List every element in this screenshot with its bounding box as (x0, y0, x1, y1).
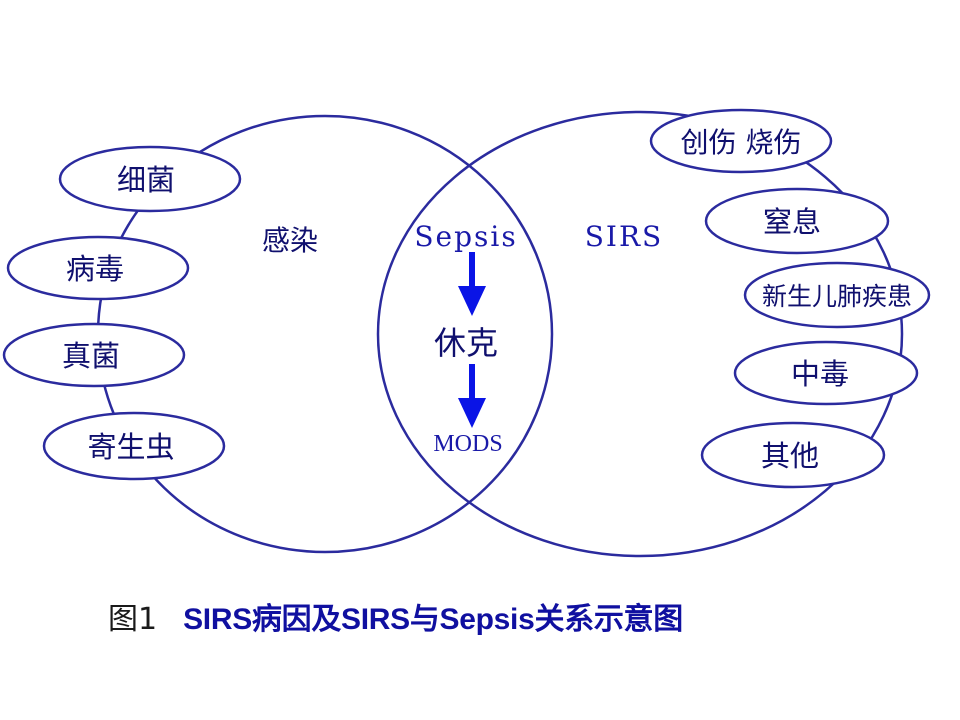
cause-oval-poisoning: 中毒 (733, 340, 919, 406)
figure-caption: 图1 SIRS病因及SIRS与Sepsis关系示意图 (108, 594, 683, 638)
caption-text: SIRS病因及SIRS与Sepsis关系示意图 (183, 603, 683, 636)
cause-label: 中毒 (791, 357, 849, 391)
cause-label: 真菌 (62, 339, 120, 373)
cause-label: 病毒 (66, 252, 124, 286)
shock-label: 休克 (434, 324, 498, 362)
sirs-circle (376, 110, 904, 558)
infection-label: 感染 (262, 224, 318, 257)
cause-label: 寄生虫 (87, 430, 174, 464)
cause-oval-virus: 病毒 (6, 235, 190, 301)
cause-oval-bacteria: 细菌 (58, 145, 242, 213)
cause-oval-fungus: 真菌 (2, 322, 186, 388)
arrow-down-icon (458, 252, 486, 316)
cause-label: 其他 (761, 439, 819, 473)
cause-oval-other: 其他 (700, 421, 886, 489)
cause-oval-parasite: 寄生虫 (42, 411, 226, 481)
sepsis-label: Sepsis (414, 220, 517, 253)
cause-label: 创伤 烧伤 (681, 126, 802, 159)
mods-label: MODS (433, 431, 502, 457)
cause-label: 细菌 (117, 163, 175, 197)
arrow-down-icon (458, 364, 486, 428)
cause-oval-asphyxia: 窒息 (704, 187, 890, 255)
sirs-label: SIRS (585, 220, 664, 253)
cause-label: 窒息 (763, 205, 821, 239)
cause-oval-trauma-burn: 创伤 烧伤 (649, 108, 833, 174)
cause-label: 新生儿肺疾患 (762, 282, 912, 311)
figure-number: 图1 (108, 602, 158, 637)
cause-oval-neonatal-lung-disease: 新生儿肺疾患 (743, 261, 931, 329)
